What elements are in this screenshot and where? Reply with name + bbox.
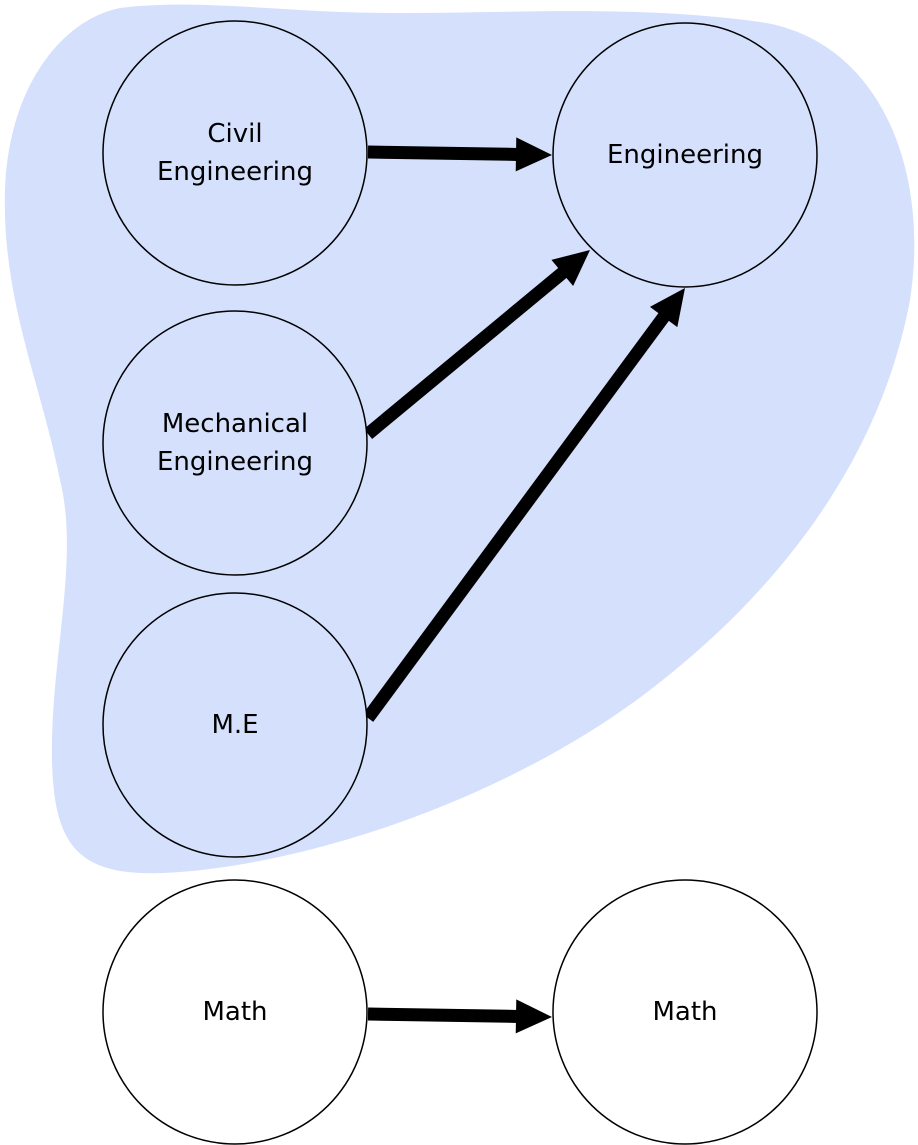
node-label: Engineering [157, 447, 313, 477]
node-me: M.E [102, 592, 368, 858]
arrowhead-icon [515, 137, 552, 172]
node-math-right: Math [552, 879, 818, 1145]
node-label: Math [652, 997, 717, 1027]
arrowhead-icon [551, 250, 590, 287]
edge-mechanical_engineering-to-engineering [363, 250, 590, 440]
edge-civil_engineering-to-engineering [367, 137, 552, 172]
node-circle [102, 879, 368, 1145]
node-math-left: Math [102, 879, 368, 1145]
node-label: M.E [211, 710, 258, 740]
node-label: Engineering [607, 140, 763, 170]
node-circle [552, 879, 818, 1145]
node-label: Mechanical [162, 409, 308, 439]
nodes-layer: CivilEngineeringMechanicalEngineeringM.E… [102, 20, 818, 1145]
edge-line [363, 266, 568, 440]
node-engineering: Engineering [552, 22, 818, 288]
node-circle [102, 20, 368, 286]
edge-math_left-to-math_right [367, 999, 552, 1034]
edge-line [367, 1007, 519, 1023]
arrowhead-icon [515, 999, 552, 1034]
edge-line [362, 311, 671, 722]
node-label: Engineering [157, 157, 313, 187]
node-label: Civil [207, 119, 262, 149]
node-circle [102, 310, 368, 576]
node-circle [102, 592, 368, 858]
edge-me-to-engineering [362, 288, 685, 722]
arrowhead-icon [649, 288, 685, 328]
edge-line [367, 145, 519, 161]
edges-layer [362, 137, 685, 1034]
node-circle [552, 22, 818, 288]
node-label: Math [202, 997, 267, 1027]
